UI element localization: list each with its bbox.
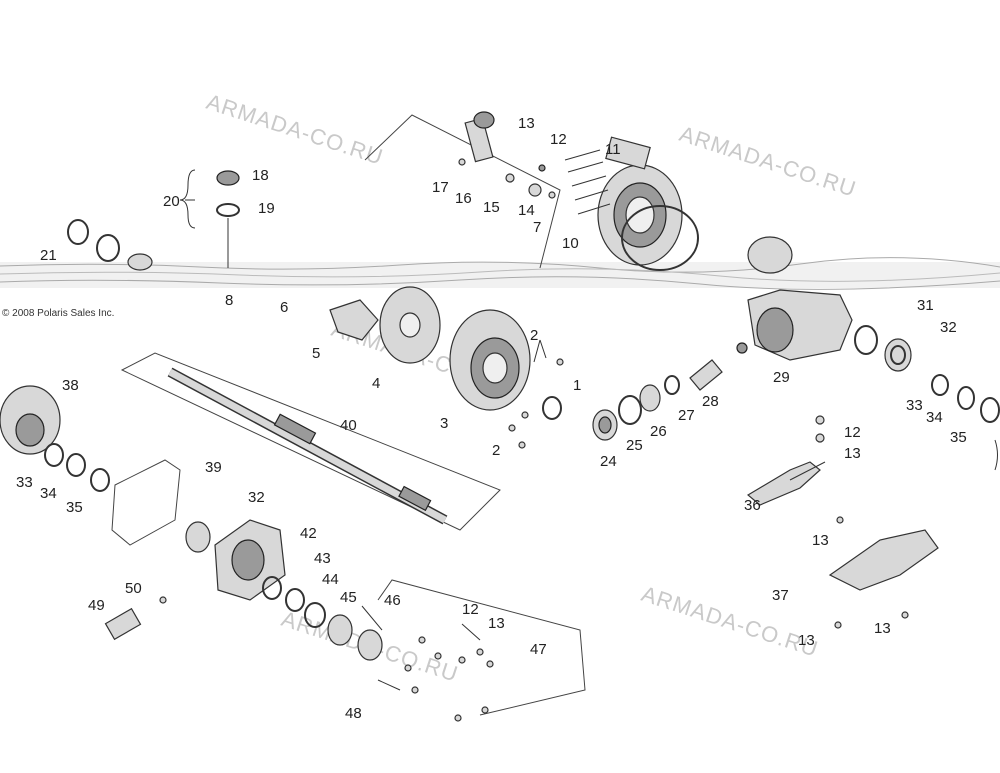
callout-34: 34 [926, 409, 943, 426]
spring-set-part [564, 149, 611, 215]
callout-36: 36 [744, 497, 761, 514]
callout-46: 46 [384, 592, 401, 609]
callout-11: 11 [605, 141, 621, 158]
callout-13: 13 [518, 115, 535, 132]
seal-part [854, 325, 878, 355]
callout-12: 12 [550, 131, 567, 148]
copyright-text: © 2008 Polaris Sales Inc. [2, 308, 114, 319]
callout-19: 19 [258, 200, 275, 217]
callout-13: 13 [812, 532, 829, 549]
callout-7: 7 [533, 219, 541, 236]
callout-20: 20 [163, 193, 180, 210]
callout-10: 10 [562, 235, 579, 252]
callout-42: 42 [300, 525, 317, 542]
callout-13: 13 [488, 615, 505, 632]
pinion-part [689, 359, 723, 391]
callout-2: 2 [492, 442, 500, 459]
callout-44: 44 [322, 571, 339, 588]
callout-34: 34 [40, 485, 57, 502]
callout-35: 35 [950, 429, 967, 446]
gearcase-top-part [747, 236, 793, 274]
callout-39: 39 [205, 459, 222, 476]
callout-29: 29 [773, 369, 790, 386]
callout-32: 32 [248, 489, 265, 506]
callout-38: 38 [62, 377, 79, 394]
retaining-ring-part [542, 396, 562, 420]
callout-13: 13 [798, 632, 815, 649]
washer-part [216, 203, 240, 217]
parts [0, 111, 1000, 722]
callout-18: 18 [252, 167, 269, 184]
skid-plate-part [828, 529, 939, 591]
callout-48: 48 [345, 705, 362, 722]
callout-12: 12 [844, 424, 861, 441]
callout-31: 31 [917, 297, 934, 314]
bracket-part [329, 299, 379, 341]
callout-33: 33 [16, 474, 33, 491]
callout-3: 3 [440, 415, 448, 432]
callout-5: 5 [312, 345, 320, 362]
callout-25: 25 [626, 437, 643, 454]
seal-ring-part [67, 219, 89, 245]
leader-lines [179, 169, 547, 691]
callout-27: 27 [678, 407, 695, 424]
callout-13: 13 [874, 620, 891, 637]
callout-1: 1 [573, 377, 581, 394]
callout-32: 32 [940, 319, 957, 336]
scan-band [0, 257, 1000, 290]
callout-35: 35 [66, 499, 83, 516]
callout-45: 45 [340, 589, 357, 606]
callout-37: 37 [772, 587, 789, 604]
gasket-part [111, 459, 181, 546]
callout-24: 24 [600, 453, 617, 470]
callout-15: 15 [483, 199, 500, 216]
callout-21: 21 [40, 247, 57, 264]
cap-part [216, 170, 240, 186]
callout-12: 12 [462, 601, 479, 618]
callout-33: 33 [906, 397, 923, 414]
callout-49: 49 [88, 597, 105, 614]
bracket-36-part [746, 461, 821, 506]
callout-labels: 1 2 2 3 4 5 6 7 8 10 11 12 12 12 13 13 1… [16, 115, 967, 722]
callout-6: 6 [280, 299, 288, 316]
callout-50: 50 [125, 580, 142, 597]
callout-26: 26 [650, 423, 667, 440]
callout-17: 17 [432, 179, 449, 196]
callout-14: 14 [518, 202, 535, 219]
callout-40: 40 [340, 417, 357, 434]
callout-47: 47 [530, 641, 547, 658]
callout-2: 2 [530, 327, 538, 344]
callout-13: 13 [844, 445, 861, 462]
callout-8: 8 [225, 292, 233, 309]
callout-16: 16 [455, 190, 472, 207]
callout-4: 4 [372, 375, 380, 392]
sprocket-part [104, 607, 142, 641]
callout-43: 43 [314, 550, 331, 567]
callout-28: 28 [702, 393, 719, 410]
axle-shaft-part [167, 367, 448, 525]
